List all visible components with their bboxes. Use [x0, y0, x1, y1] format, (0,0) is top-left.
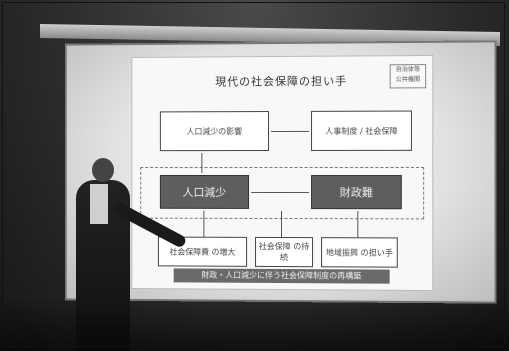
corner-note-line-1: 自治体等: [391, 65, 425, 75]
corner-note-line-2: 公共機関: [391, 75, 425, 85]
diagram-box-top-right: 人事制度 / 社会保障: [311, 111, 412, 151]
slide-title: 現代の社会保障の担い手: [132, 72, 432, 90]
slide-caption: 財政・人口減少に伴う社会保障制度の再構築: [174, 268, 390, 283]
diagram-box-bottom-2: 社会保障 の持続: [255, 237, 313, 267]
presenter: [70, 152, 140, 351]
diagram-box-mid-left: 人口減少: [160, 175, 249, 209]
arrow-mid: [251, 192, 309, 193]
arrow-down-left: [203, 211, 204, 237]
slide-corner-note: 自治体等 公共機関: [390, 64, 427, 88]
arrow-top: [271, 131, 309, 132]
arrow-down-right: [357, 211, 358, 237]
diagram-box-mid-right: 財政難: [311, 175, 402, 209]
diagram-box-bottom-3: 地域振興 の担い手: [321, 237, 398, 267]
arrow-down-center: [281, 211, 282, 237]
diagram-box-top-left: 人口減少の影響: [160, 111, 269, 151]
arrow-up-left: [201, 153, 202, 173]
presenter-head: [92, 158, 114, 182]
presenter-shirt: [90, 184, 108, 224]
projected-slide: 現代の社会保障の担い手 自治体等 公共機関 人口減少の影響 人事制度 / 社会保…: [131, 55, 433, 291]
